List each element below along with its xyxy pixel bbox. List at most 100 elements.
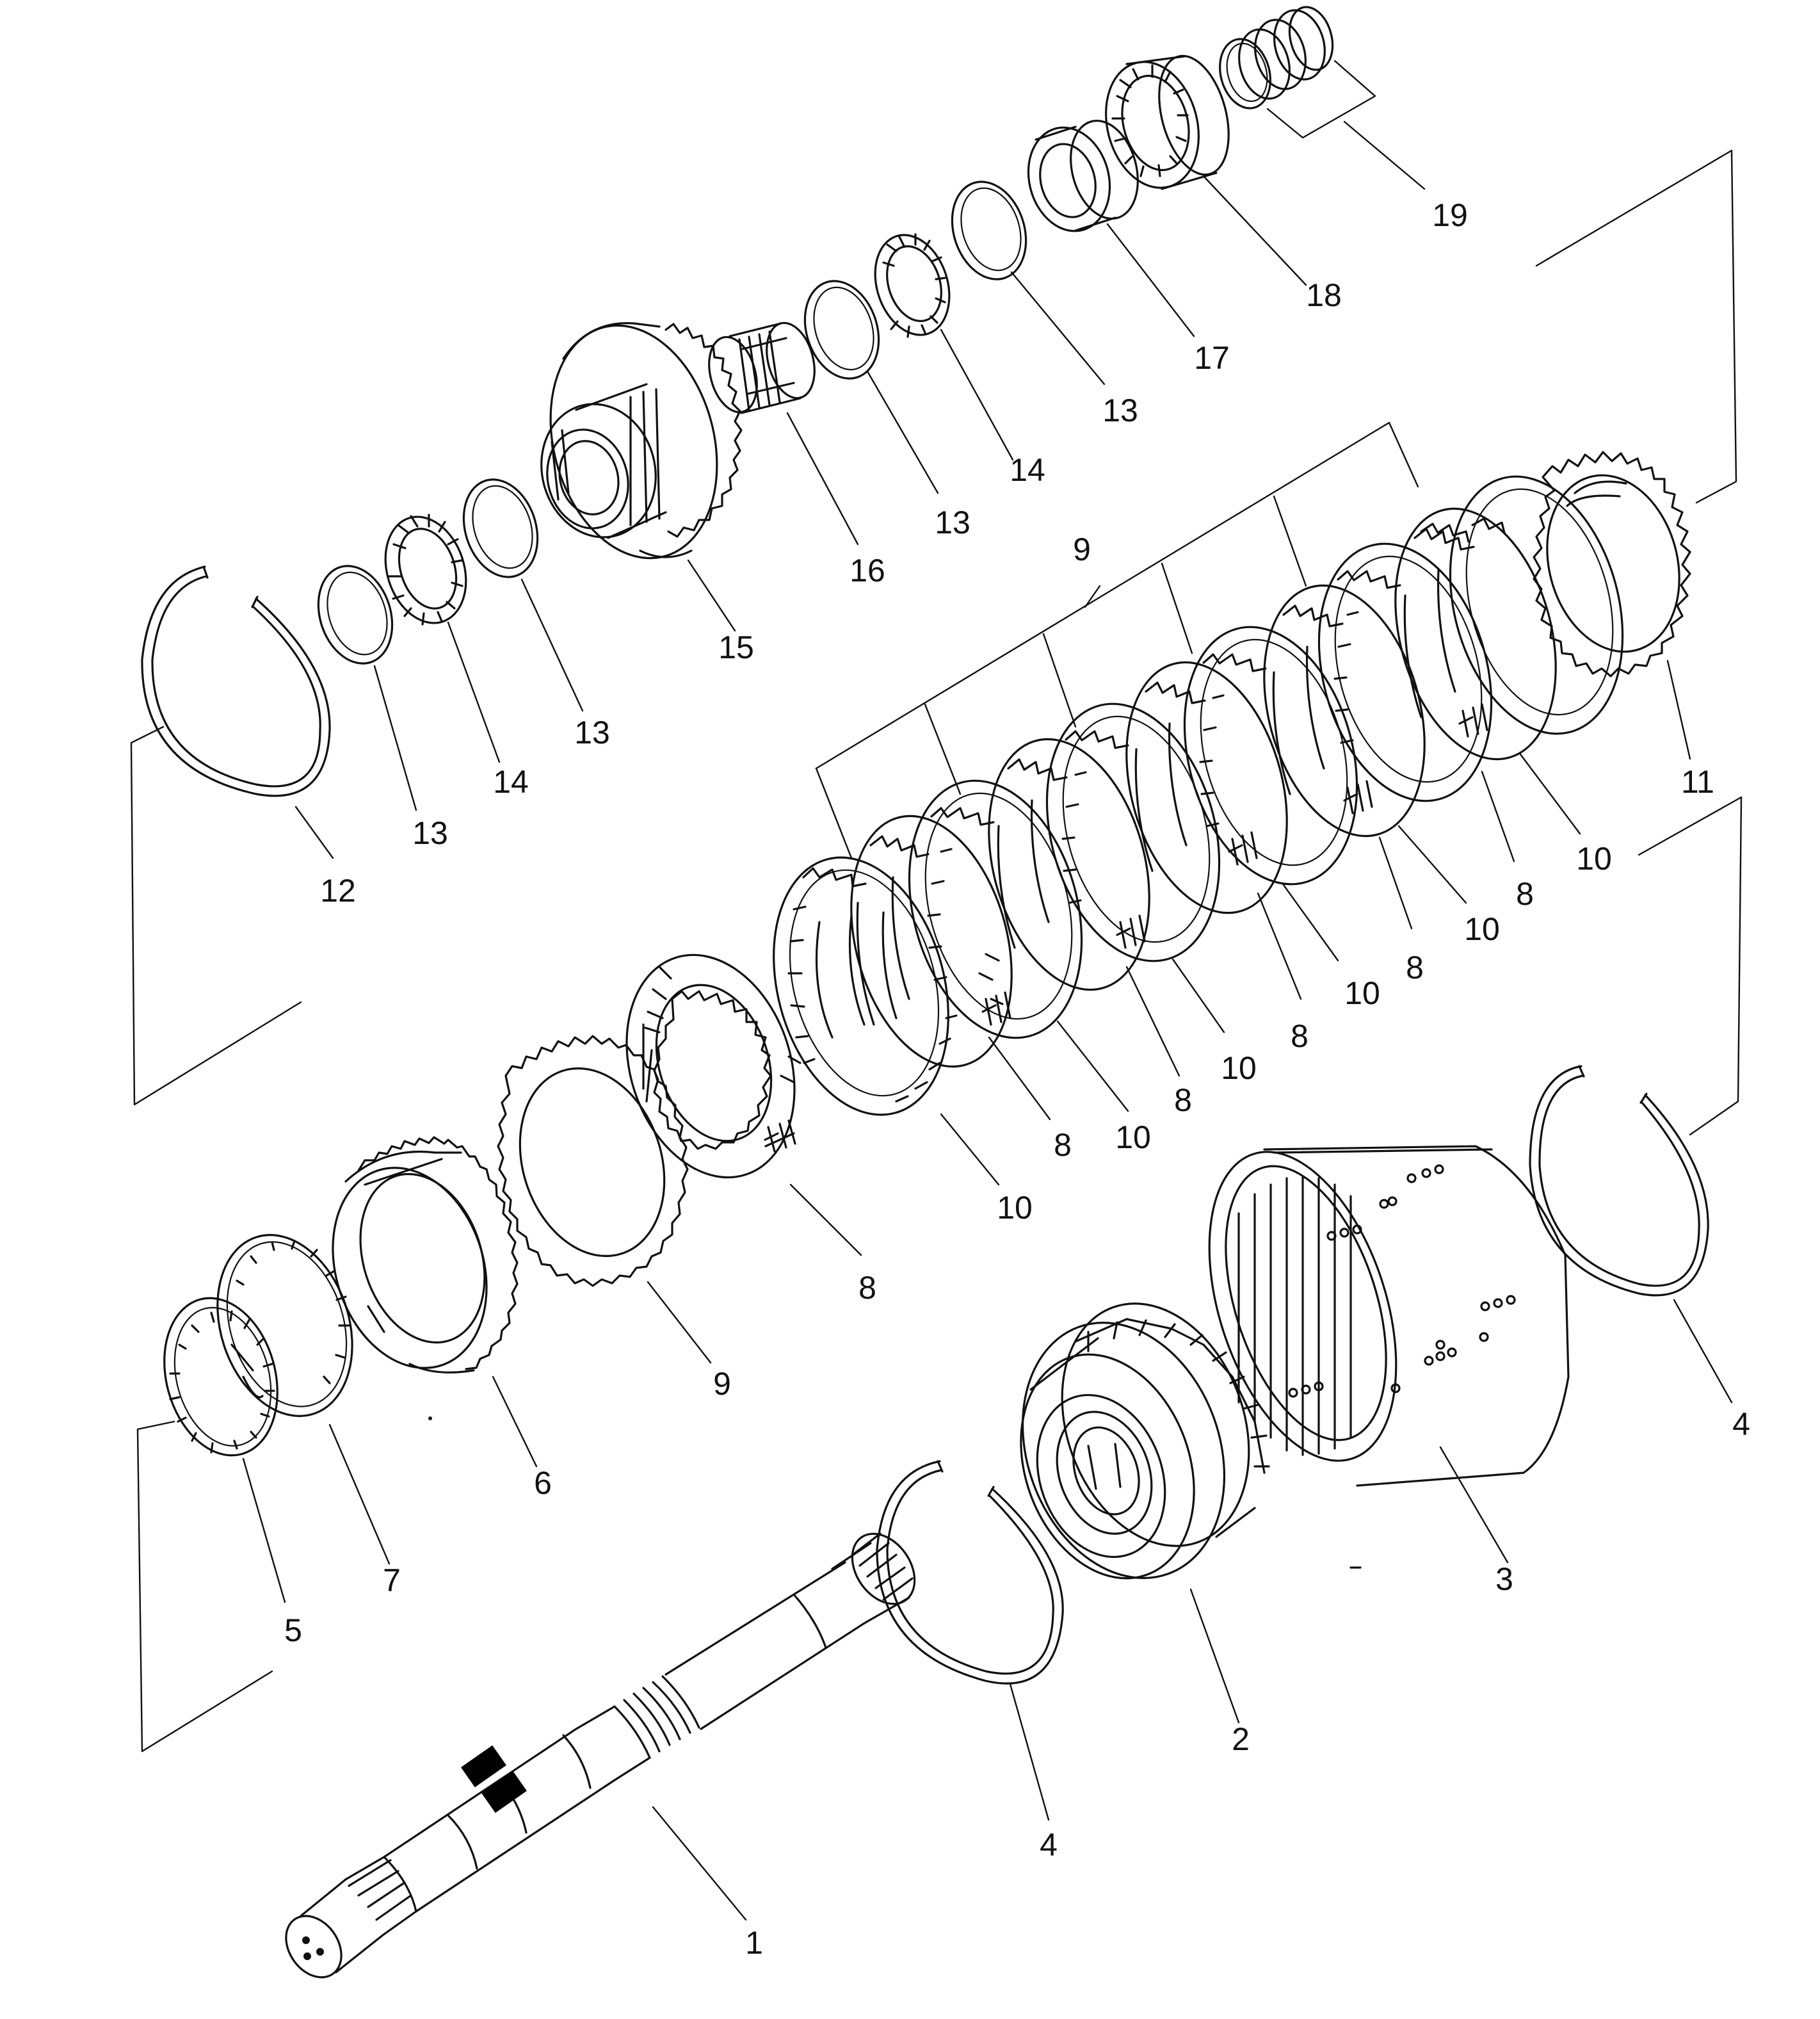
snap-ring-icon [876,1460,1064,1685]
bracket-5-7 [136,1420,273,1753]
leader-12 [294,806,334,859]
leader-4b [1673,1299,1733,1404]
callout-13c: 13 [935,505,970,540]
leader-13c [866,370,939,494]
callout-14b: 14 [1010,452,1045,488]
callout-8c: 8 [1174,1082,1192,1118]
callout-18: 18 [1306,277,1342,313]
leader-8f [1481,770,1515,863]
leader-2 [1189,1588,1240,1724]
snap-ring-icon [1529,1065,1709,1297]
callout-13d: 13 [1102,393,1138,428]
callout-8a: 8 [858,1270,876,1306]
callout-3: 3 [1495,1561,1513,1597]
leader-10c [1172,958,1225,1034]
plate-stack-bracket-icon [815,421,1419,859]
callout-10b: 10 [1115,1119,1151,1155]
leader-6 [492,1375,538,1468]
leader-17 [1106,223,1195,337]
callout-17: 17 [1194,340,1230,376]
leader-8b [988,1036,1051,1121]
disc-icon [1045,702,1221,962]
bracket-11-top [1535,149,1737,504]
callout-5: 5 [284,1612,302,1648]
seal-ring-icon [216,1234,353,1417]
clutch-drum-icon [1208,1145,1570,1487]
leader-10f [1519,753,1581,835]
thrust-bearing-icon [874,233,951,338]
leader-10e [1397,825,1467,904]
piston-icon [332,1136,519,1374]
callout-1: 1 [745,1925,763,1961]
leader-7 [328,1423,391,1565]
leader-14a [447,621,501,763]
callout-12: 12 [320,873,356,909]
clutch-hub-icon [1020,1302,1270,1580]
friction-disc-icon [625,953,801,1179]
leader-10a [940,1113,1000,1186]
leader-13d [1010,271,1106,385]
leader-10b [1056,1020,1129,1112]
callout-19: 19 [1432,197,1468,233]
leader-4a [1009,1683,1050,1821]
seal-ring-set-icon [1219,6,1334,109]
snap-ring-icon [141,565,331,797]
leader-18 [1202,175,1307,286]
callout-13a: 13 [412,815,448,851]
callout-2: 2 [1232,1721,1250,1757]
gear-icon [540,322,743,560]
washer-icon [462,478,539,578]
callout-13b: 13 [574,715,610,750]
callout-9b: 9 [1073,531,1091,567]
callout-10a: 10 [997,1190,1033,1226]
leader-15 [687,559,736,632]
callout-14a: 14 [493,764,529,800]
callout-10d: 10 [1344,975,1380,1011]
leader-13a [373,665,417,811]
callout-6: 6 [534,1465,552,1501]
ball-bearing-icon [1105,54,1230,190]
clutch-plate-icon [497,1035,689,1287]
callout-8d: 8 [1291,1018,1309,1054]
leader-14b [940,328,1014,461]
spacer-icon [1027,119,1139,232]
leader-19 [1343,120,1426,190]
callout-11: 11 [1681,764,1714,800]
leader-10d [1282,884,1339,962]
bracket-11-bottom [1638,796,1743,1136]
leader-8c [1125,966,1180,1077]
leader-8e [1378,836,1413,930]
callout-8b: 8 [1054,1127,1072,1163]
washer-icon [317,565,394,665]
friction-disc-icon [850,815,1013,1068]
shaft-icon [285,1532,916,1979]
end-plate-icon [1533,451,1691,677]
callout-8e: 8 [1406,950,1424,985]
disc-icon [773,856,958,1116]
callout-7: 7 [383,1562,401,1598]
leader-16 [786,412,859,546]
callout-9a: 9 [713,1366,731,1402]
callout-10e: 10 [1464,911,1500,947]
callout-8f: 8 [1516,876,1534,912]
leader-9a [647,1281,712,1364]
disc-icon [1420,475,1624,735]
leader-8d [1257,892,1302,1000]
leader-1 [652,1806,747,1921]
stray-mark [428,1416,432,1420]
seal-ring-icon [163,1297,278,1457]
leader-8a [789,1183,862,1256]
leader-3 [1439,1446,1509,1564]
leader-13b [520,578,584,712]
callout-4b: 4 [1732,1406,1750,1442]
callout-16: 16 [850,553,885,588]
callout-10f: 10 [1576,841,1612,877]
washer-icon [803,280,880,380]
callout-15: 15 [718,629,754,665]
leader-11 [1666,660,1691,760]
callout-10c: 10 [1221,1050,1257,1086]
washer-icon [951,181,1027,280]
bracket-12 [130,726,302,1106]
friction-disc-icon [1125,661,1288,914]
